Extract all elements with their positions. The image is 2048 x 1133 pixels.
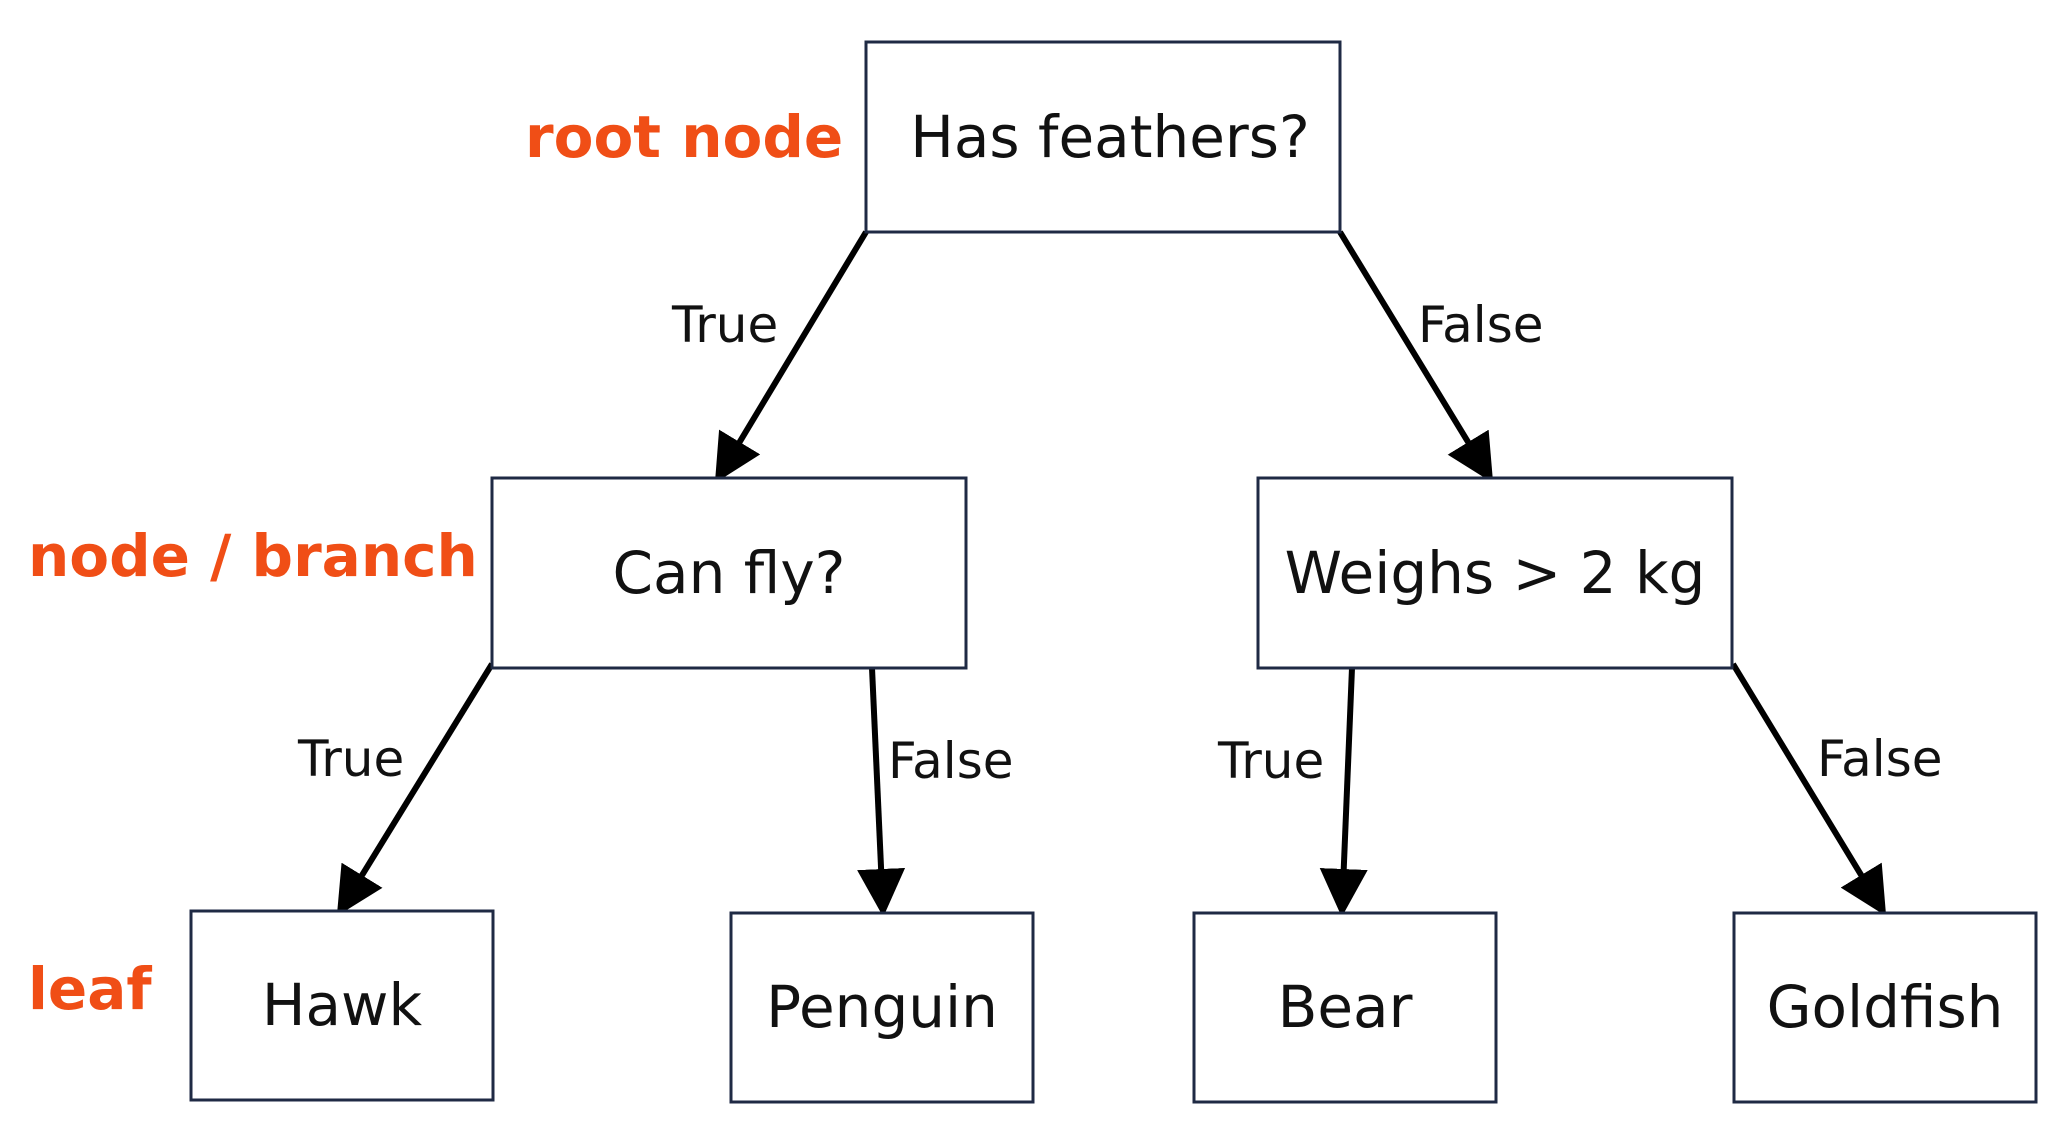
- leaf-penguin-label: Penguin: [766, 973, 998, 1041]
- node-can-fly: Can fly?: [490, 476, 968, 670]
- leaf-goldfish: Goldfish: [1732, 911, 2038, 1104]
- node-weighs-label: Weighs > 2 kg: [1285, 539, 1706, 607]
- level-label-branch: node / branch: [28, 522, 478, 590]
- edge-root-false: [1337, 230, 1494, 484]
- leaf-hawk-label: Hawk: [262, 971, 423, 1039]
- leaf-bear-label: Bear: [1278, 973, 1413, 1041]
- node-can-fly-label: Can fly?: [613, 539, 846, 607]
- node-root-label: Has feathers?: [910, 103, 1310, 171]
- edge-root-true: [714, 230, 869, 484]
- level-label-root: root node: [525, 103, 843, 171]
- level-label-leaf: leaf: [28, 955, 152, 1023]
- node-root: Has feathers?: [864, 40, 1342, 234]
- edges: [336, 230, 1887, 917]
- edge-label-canfly-false: False: [888, 732, 1014, 790]
- edge-label-root-false: False: [1418, 296, 1544, 354]
- edge-weighs-true: [1319, 667, 1368, 917]
- leaf-goldfish-label: Goldfish: [1767, 973, 2004, 1041]
- leaf-hawk: Hawk: [189, 909, 495, 1102]
- edge-label-weighs-true: True: [1217, 732, 1324, 790]
- leaf-penguin: Penguin: [729, 911, 1035, 1104]
- edge-canfly-true: [336, 662, 495, 917]
- node-weighs: Weighs > 2 kg: [1256, 476, 1734, 670]
- edge-weighs-false: [1730, 662, 1887, 917]
- edge-label-weighs-false: False: [1817, 730, 1943, 788]
- edge-label-root-true: True: [671, 296, 778, 354]
- edge-label-canfly-true: True: [297, 730, 404, 788]
- edge-canfly-false: [857, 667, 906, 917]
- leaf-bear: Bear: [1192, 911, 1498, 1104]
